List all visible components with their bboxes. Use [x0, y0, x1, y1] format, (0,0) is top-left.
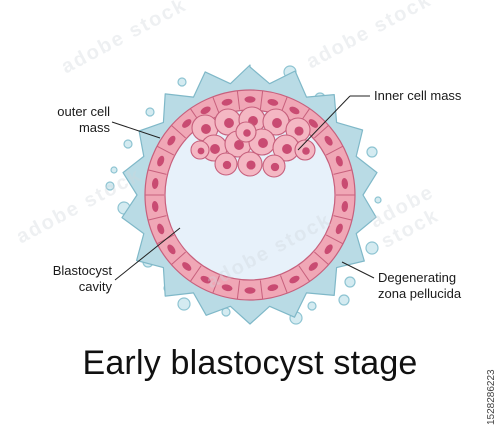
- label-blastocyst-cavity-line1: Blastocyst: [52, 263, 112, 278]
- outer-cell-nucleus: [157, 223, 165, 235]
- outer-cell-nucleus: [324, 135, 333, 146]
- cell-boundary: [333, 169, 353, 175]
- leader-outer-cell-mass: [111, 121, 161, 139]
- cell-boundary: [147, 215, 167, 221]
- label-outer-cell-mass-line2: mass: [78, 120, 110, 135]
- cell-boundary: [171, 251, 186, 266]
- label-degenerating-zona-line2: zona pellucida: [378, 286, 462, 301]
- outer-cell-nucleus: [289, 106, 300, 115]
- inner-cell-nucleus: [302, 147, 310, 155]
- diagram-title: Early blastocyst stage: [82, 344, 418, 382]
- outer-cell-nucleus: [308, 119, 318, 128]
- outer-cell-nucleus: [267, 284, 279, 292]
- inner-cell-nucleus: [222, 160, 232, 170]
- cell-boundary: [314, 124, 329, 139]
- outer-cell-nucleus: [244, 96, 256, 103]
- inner-cell-nucleus: [210, 144, 220, 154]
- debris-bubble: [365, 241, 379, 255]
- inner-cell-nucleus: [246, 160, 256, 170]
- outer-cell-nucleus: [167, 244, 176, 255]
- outer-cell-nucleus: [335, 155, 343, 167]
- debris-bubble: [123, 139, 133, 149]
- inner-cell-nucleus: [234, 140, 244, 150]
- cell-boundary: [156, 145, 175, 156]
- cell-boundary: [314, 251, 329, 266]
- inner-cell-nucleus: [243, 129, 251, 137]
- inner-cell-mass: [190, 106, 316, 178]
- cell-boundary: [236, 280, 241, 300]
- cell-boundary: [325, 145, 344, 156]
- outer-cell-nucleus: [200, 275, 211, 284]
- inner-cell-nucleus: [201, 124, 211, 134]
- outer-cell-nucleus: [267, 98, 279, 106]
- cell-boundary: [333, 215, 353, 221]
- debris-bubble: [338, 294, 350, 306]
- cell-boundary: [212, 96, 220, 115]
- stock-image-id: 1528286223: [486, 369, 497, 425]
- outer-cell-nucleus: [341, 178, 349, 189]
- debris-bubble: [374, 196, 382, 204]
- outer-cell-nucleus: [308, 262, 318, 271]
- debris-bubble: [307, 301, 317, 311]
- inner-cell-nucleus: [272, 118, 282, 128]
- cell-boundary: [189, 265, 202, 282]
- debris-bubble: [145, 107, 155, 117]
- outer-cell-nucleus: [324, 244, 333, 255]
- outer-cell-nucleus: [200, 106, 211, 115]
- debris-bubble: [344, 276, 356, 288]
- label-degenerating-zona: Degenerating zona pellucida: [378, 270, 461, 302]
- outer-cell-nucleus: [151, 201, 159, 212]
- label-outer-cell-mass: outer cell mass: [30, 104, 110, 136]
- leader-blastocyst-cavity: [114, 227, 181, 281]
- inner-cell-nucleus: [282, 144, 292, 154]
- cell-boundary: [212, 275, 220, 294]
- outer-cell-nucleus: [221, 98, 233, 106]
- cell-boundary: [298, 265, 311, 282]
- debris-bubble: [366, 146, 378, 158]
- outer-cell-nucleus: [221, 284, 233, 292]
- outer-cell-nucleus: [341, 201, 349, 212]
- label-blastocyst-cavity: Blastocyst cavity: [20, 263, 112, 295]
- outer-cell-nucleus: [157, 155, 165, 167]
- label-blastocyst-cavity-line2: cavity: [78, 279, 112, 294]
- label-degenerating-zona-line1: Degenerating: [378, 270, 457, 285]
- leader-degenerating-zona: [341, 261, 375, 279]
- outer-cell-nucleus: [182, 119, 192, 128]
- cell-boundary: [236, 90, 241, 110]
- cell-boundary: [325, 234, 344, 245]
- leader-inner-cell-mass-diag: [297, 95, 351, 151]
- debris-bubble: [110, 166, 118, 174]
- cell-boundary: [259, 90, 264, 110]
- label-outer-cell-mass-line1: outer cell: [57, 104, 110, 119]
- cell-boundary: [280, 275, 288, 294]
- label-leader-lines: [111, 95, 375, 281]
- outer-cell-nucleus: [289, 275, 300, 284]
- outer-cell-nucleus: [335, 223, 343, 235]
- debris-bubble: [105, 181, 115, 191]
- cell-boundary: [259, 280, 264, 300]
- label-inner-cell-mass: Inner cell mass: [374, 88, 462, 103]
- outer-cell-nucleus: [182, 262, 192, 271]
- debris-bubble: [177, 297, 191, 311]
- cell-boundary: [147, 169, 167, 175]
- inner-cell-nucleus: [258, 138, 268, 148]
- inner-cell-nucleus: [294, 126, 304, 136]
- inner-cell-nucleus: [270, 162, 280, 172]
- inner-cell-nucleus: [197, 147, 205, 155]
- cell-boundary: [171, 124, 186, 139]
- debris-bubble: [177, 77, 187, 87]
- outer-cell-nucleus: [167, 135, 176, 146]
- inner-cell-nucleus: [224, 118, 234, 128]
- outer-cell-nucleus: [244, 287, 256, 294]
- outer-cell-nucleus: [151, 178, 159, 189]
